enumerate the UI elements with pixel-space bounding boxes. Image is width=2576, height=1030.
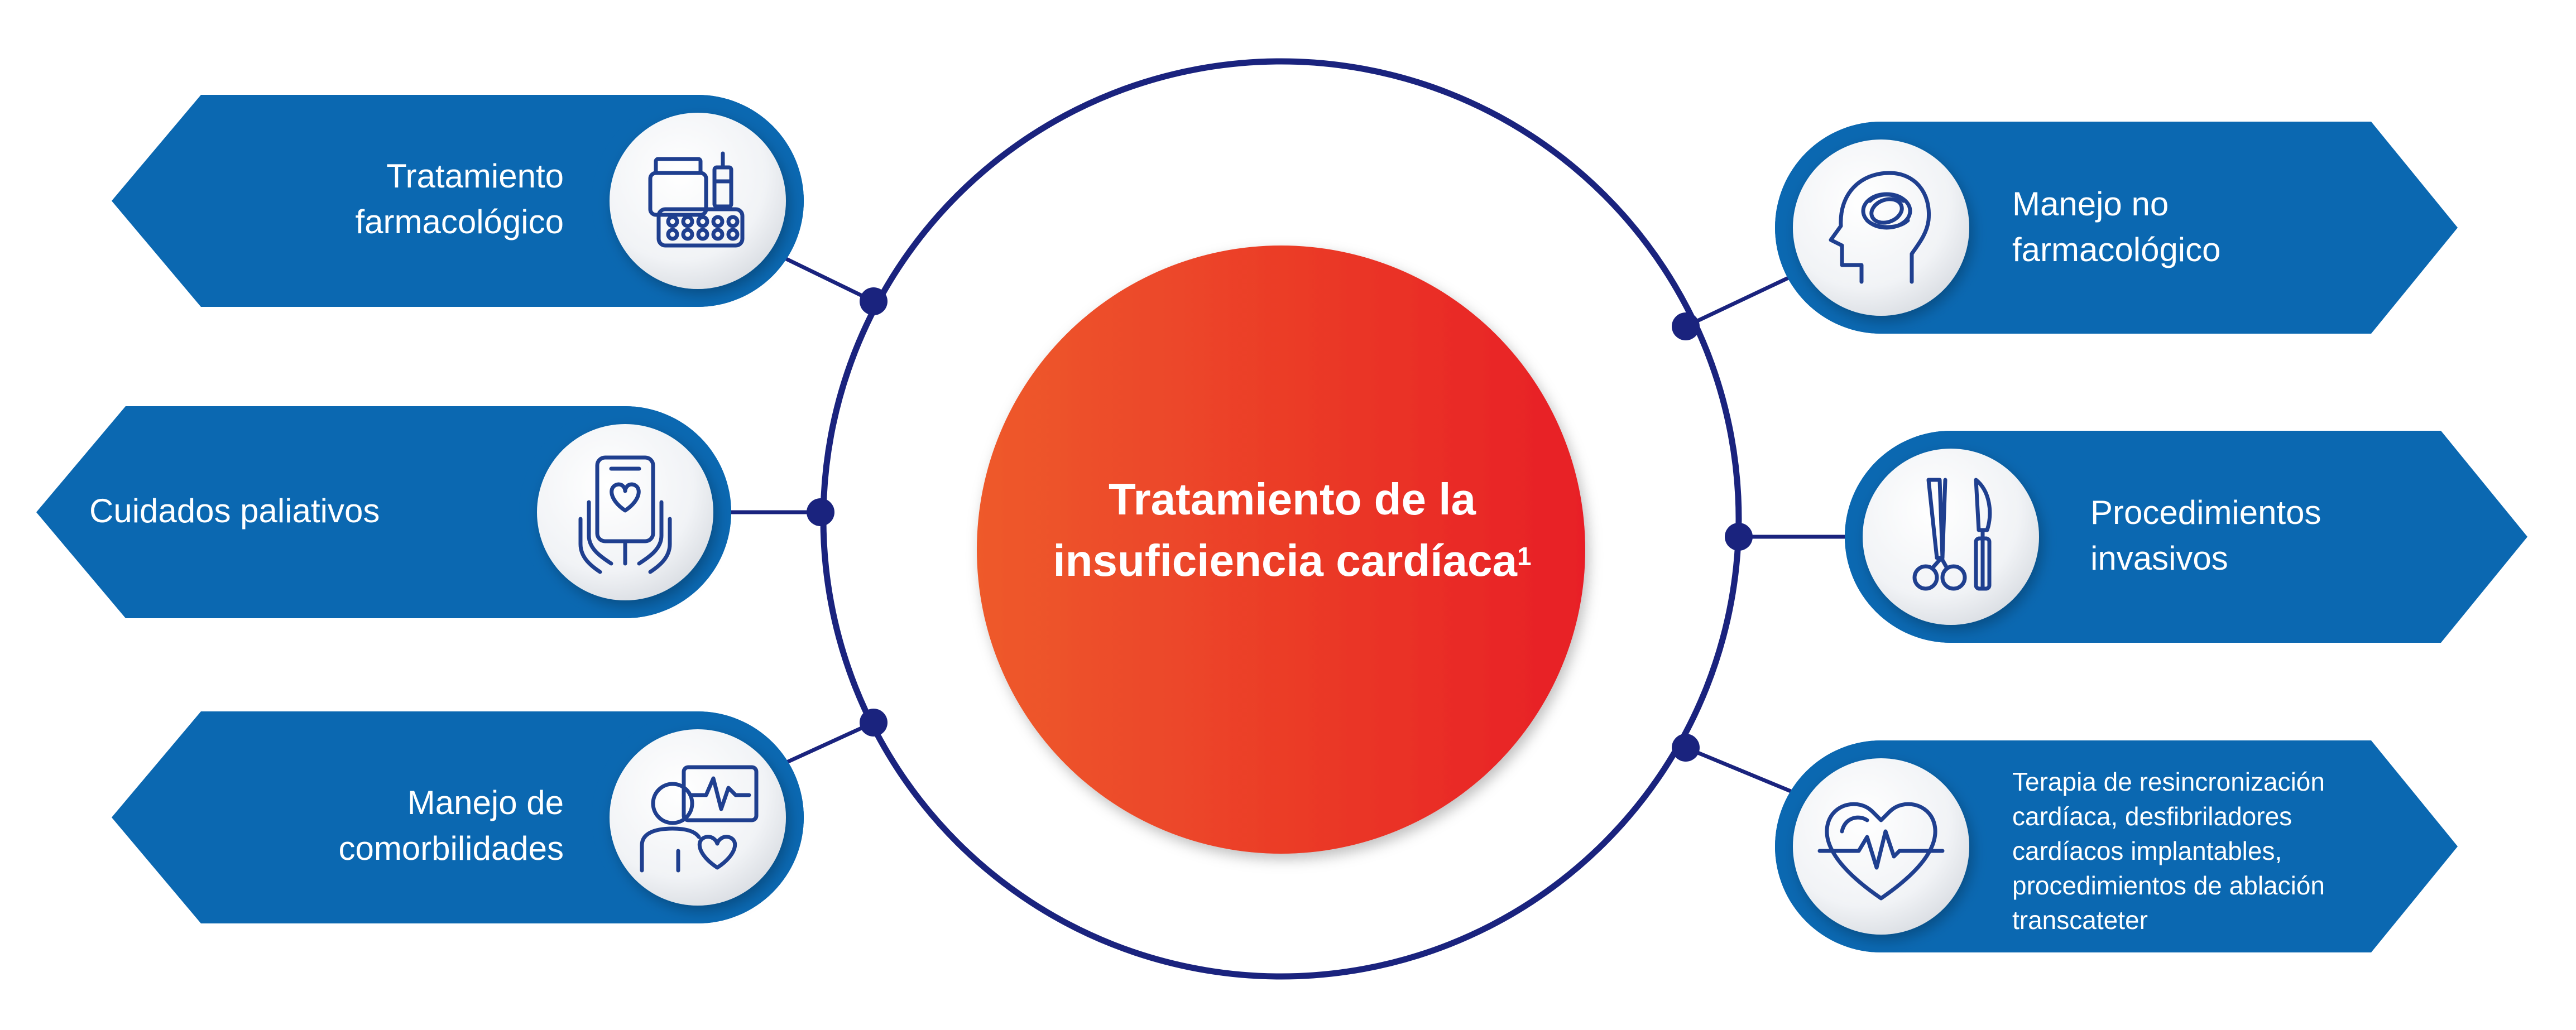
surgical-tools-icon — [1912, 478, 1992, 591]
icon-badge-paliativos — [519, 406, 731, 618]
label-terapia-line4: procedimientos de ablación — [2012, 871, 2325, 900]
label-comorbilidades: Manejo de comorbilidades — [218, 780, 564, 872]
head-mind-icon — [1829, 171, 1931, 284]
icon-badge-farmacologico — [592, 95, 804, 307]
connector-farmacologico — [775, 252, 875, 304]
label-farmacologico: Tratamiento farmacológico — [218, 153, 564, 245]
label-comorbilidades-line1: Manejo de — [407, 784, 564, 821]
ring-dot-farmacologico — [860, 287, 888, 315]
center-title-line2-text: insuficiencia cardíaca — [1053, 536, 1517, 585]
center-title-line2: insuficiencia cardíaca1 — [971, 530, 1613, 591]
icon-badge-terapia — [1775, 740, 1987, 952]
ring-dot-comorbilidades — [860, 709, 888, 737]
label-no-farmacologico-line2: farmacológico — [2012, 231, 2221, 268]
ring-dot-terapia — [1672, 734, 1700, 762]
heartbeat-icon — [1817, 802, 1945, 901]
label-terapia-line2: cardíaca, desfibriladores — [2012, 802, 2292, 831]
ring-dot-paliativos — [807, 498, 834, 526]
label-terapia-line5: transcateter — [2012, 906, 2148, 935]
connector-no-farmacologico — [1685, 270, 1801, 329]
center-title-line1: Tratamiento de la — [1109, 474, 1476, 524]
label-invasivos-line1: Procedimientos — [2090, 494, 2321, 531]
patient-monitor-icon — [640, 765, 759, 873]
label-paliativos-line1: Cuidados paliativos — [89, 492, 380, 530]
label-terapia: Terapia de resincronización cardíaca, de… — [2012, 764, 2403, 937]
label-farmacologico-line2: farmacológico — [355, 203, 564, 240]
label-terapia-line3: cardíacos implantables, — [2012, 836, 2282, 865]
connector-comorbilidades — [775, 720, 875, 769]
icon-badge-no-farmacologico — [1775, 122, 1987, 334]
label-no-farmacologico-line1: Manejo no — [2012, 185, 2169, 223]
label-paliativos: Cuidados paliativos — [89, 488, 480, 534]
palliative-care-icon — [578, 455, 672, 574]
label-farmacologico-line1: Tratamiento — [386, 157, 564, 195]
center-title-superscript: 1 — [1517, 542, 1532, 571]
label-comorbilidades-line2: comorbilidades — [338, 830, 564, 867]
icon-badge-comorbilidades — [592, 711, 804, 923]
label-terapia-line1: Terapia de resincronización — [2012, 767, 2325, 796]
label-no-farmacologico: Manejo no farmacológico — [2012, 181, 2375, 273]
center-circle — [977, 246, 1585, 854]
label-invasivos-line2: invasivos — [2090, 540, 2228, 577]
icon-badge-invasivos — [1845, 431, 2057, 643]
ring-dot-invasivos — [1725, 523, 1753, 551]
center-title: Tratamiento de la insuficiencia cardíaca… — [971, 469, 1613, 591]
medication-icon — [648, 151, 745, 248]
label-invasivos: Procedimientos invasivos — [2090, 490, 2425, 581]
connector-terapia — [1685, 745, 1801, 797]
ring-dot-no-farmacologico — [1672, 312, 1700, 340]
